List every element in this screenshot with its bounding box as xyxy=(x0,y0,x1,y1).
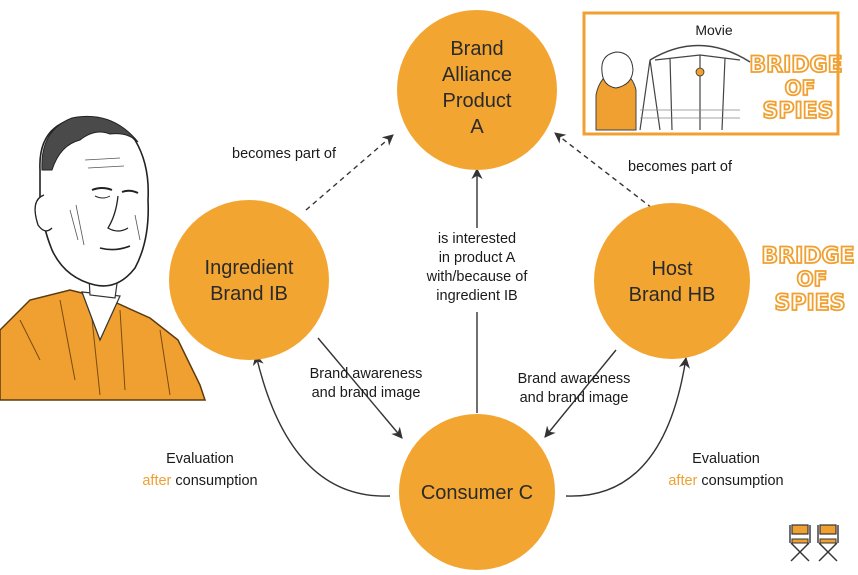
svg-text:A: A xyxy=(470,116,484,138)
svg-text:with/because of: with/because of xyxy=(426,269,529,285)
label-evaluation-left: Evaluation after consumption xyxy=(142,451,257,489)
edge-ingredient-to-alliance xyxy=(305,134,394,211)
svg-text:Evaluation: Evaluation xyxy=(166,451,234,467)
svg-text:Brand HB: Brand HB xyxy=(629,284,716,306)
label-brand-awareness-right: Brand awareness and brand image xyxy=(518,371,631,406)
director-chair-icon xyxy=(789,524,839,562)
svg-text:BRIDGE: BRIDGE xyxy=(749,53,842,78)
svg-text:BRIDGE: BRIDGE xyxy=(761,244,854,269)
man-portrait-illustration xyxy=(0,115,207,401)
svg-text:and brand image: and brand image xyxy=(520,390,629,406)
side-logo: BRIDGE OF SPIES xyxy=(760,243,855,317)
node-ingredient-brand: Ingredient Brand IB xyxy=(169,200,329,360)
svg-text:OF: OF xyxy=(785,76,816,100)
svg-text:Brand: Brand xyxy=(450,38,503,60)
svg-text:Consumer C: Consumer C xyxy=(421,482,533,504)
svg-text:OF: OF xyxy=(797,267,828,291)
svg-text:Alliance: Alliance xyxy=(442,64,512,86)
node-circle xyxy=(397,10,557,170)
label-becomes-part-of-right: becomes part of xyxy=(628,159,733,175)
movie-poster: Movie BRIDGE OF SPIES xyxy=(582,11,844,136)
svg-text:SPIES: SPIES xyxy=(762,99,833,124)
label-evaluation-right: Evaluation after consumption xyxy=(668,451,783,489)
svg-text:Brand awareness: Brand awareness xyxy=(518,371,631,387)
svg-text:ingredient IB: ingredient IB xyxy=(436,288,517,304)
node-host-brand: Host Brand HB xyxy=(594,203,750,359)
edge-left-evaluation xyxy=(252,353,391,497)
poster-illustration xyxy=(595,44,751,131)
label-becomes-part-of-left: becomes part of xyxy=(232,146,337,162)
svg-text:Brand awareness: Brand awareness xyxy=(310,366,423,382)
poster-logo: BRIDGE OF SPIES xyxy=(748,52,843,125)
poster-label: Movie xyxy=(695,22,733,38)
svg-text:Evaluation: Evaluation xyxy=(692,451,760,467)
label-is-interested: is interested in product A with/because … xyxy=(412,228,542,312)
svg-text:SPIES: SPIES xyxy=(774,291,845,316)
svg-text:Ingredient: Ingredient xyxy=(205,257,294,279)
svg-text:in product A: in product A xyxy=(439,250,516,266)
edge-labels: becomes part of becomes part of is inter… xyxy=(142,146,783,489)
node-circle xyxy=(399,414,555,570)
svg-text:and brand image: and brand image xyxy=(312,385,421,401)
edge-ingredient-to-consumer xyxy=(317,337,403,439)
svg-text:after consumption: after consumption xyxy=(668,473,783,489)
svg-text:Brand IB: Brand IB xyxy=(210,283,288,305)
node-circle xyxy=(594,203,750,359)
edge-host-to-consumer xyxy=(544,349,617,438)
edge-right-evaluation xyxy=(565,356,690,497)
svg-text:after consumption: after consumption xyxy=(142,473,257,489)
edge-host-to-alliance xyxy=(554,132,653,209)
svg-text:Host: Host xyxy=(651,258,693,280)
node-brand-alliance: Brand Alliance Product A xyxy=(397,10,557,170)
node-circle xyxy=(169,200,329,360)
svg-text:is interested: is interested xyxy=(438,231,516,247)
node-consumer: Consumer C xyxy=(399,414,555,570)
svg-text:Product: Product xyxy=(443,90,512,112)
label-brand-awareness-left: Brand awareness and brand image xyxy=(310,366,423,401)
